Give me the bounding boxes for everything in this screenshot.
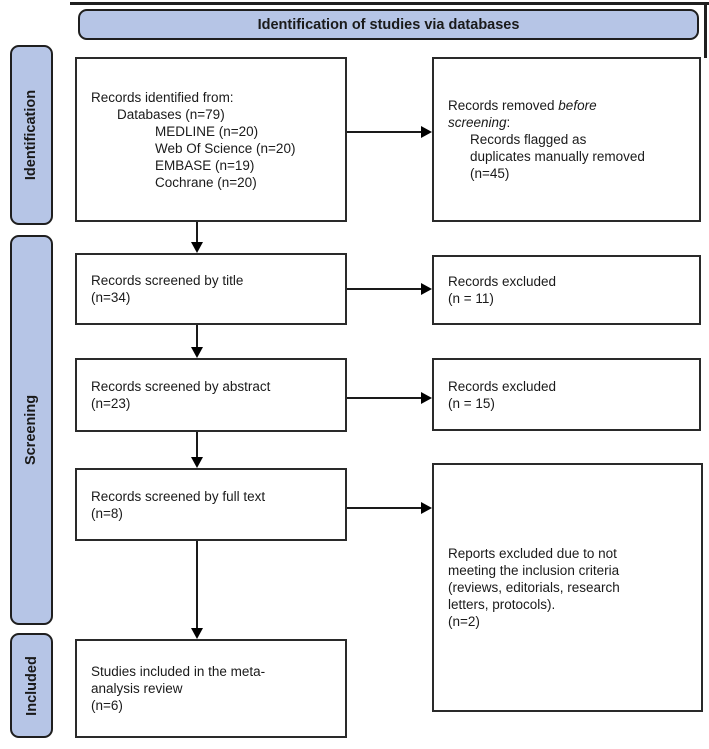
text-line: Records excluded (448, 378, 557, 394)
box-excluded-after-abstract: Records excluded (n = 15) (432, 358, 701, 431)
text-line: (n=8) (91, 505, 123, 521)
box-records-removed: Records removed before screening: Record… (432, 57, 701, 222)
arrow-title-to-abstract-line (196, 325, 198, 348)
diagram-header-title: Identification of studies via databases (257, 16, 520, 33)
frame-line-right (704, 2, 707, 58)
stage-label-text: Screening (23, 394, 40, 466)
text-span: : (506, 115, 511, 130)
text-line: analysis review (91, 681, 183, 696)
stage-label-included: Included (10, 633, 53, 738)
text-line: Reports excluded due to not (448, 546, 617, 561)
box-screened-by-abstract: Records screened by abstract (n=23) (75, 358, 347, 432)
text-line: (n=34) (91, 290, 131, 305)
text-line: duplicates manually removed (470, 149, 645, 164)
text-line: MEDLINE (n=20) (155, 123, 259, 139)
arrow-identified-to-removed-line (347, 131, 421, 133)
text-line: meeting the inclusion criteria (448, 563, 620, 578)
arrow-abstract-to-excluded-line (347, 397, 421, 399)
text-line: Records screened by title (91, 273, 244, 288)
text-line: Databases (n=79) (117, 106, 225, 122)
text-line: Records screened by full text (91, 488, 266, 504)
stage-label-identification: Identification (10, 45, 53, 225)
text-span-italic: before (558, 98, 597, 113)
text-line: Records flagged as (470, 132, 587, 147)
stage-label-text: Included (23, 655, 40, 716)
arrow-identified-to-removed-head (421, 126, 432, 138)
text-line: Studies included in the meta- (91, 664, 266, 679)
text-line: Cochrane (n=20) (155, 174, 257, 190)
box-screened-by-title: Records screened by title (n=34) (75, 253, 347, 325)
stage-label-text: Identification (23, 89, 40, 181)
text-line: EMBASE (n=19) (155, 157, 255, 173)
arrow-abstract-to-fulltext-head (191, 457, 203, 468)
arrow-abstract-to-fulltext-line (196, 432, 198, 458)
text-line: (reviews, editorials, research (448, 580, 620, 595)
frame-line-top (70, 2, 709, 5)
text-line: (n=23) (91, 396, 131, 411)
text-span: Records removed (448, 98, 559, 113)
text-line: Records removed before (434, 97, 699, 114)
arrow-fulltext-to-included-line (196, 541, 198, 629)
arrow-fulltext-to-excluded-line (347, 507, 421, 509)
arrow-identified-to-title-line (196, 222, 198, 243)
arrow-identified-to-title-head (191, 242, 203, 253)
text-line: Web Of Science (n=20) (155, 140, 296, 156)
stage-label-screening: Screening (10, 235, 53, 625)
text-line: Records identified from: (91, 89, 234, 105)
arrow-fulltext-to-excluded-head (421, 502, 432, 514)
text-line: Records screened by abstract (91, 379, 271, 394)
text-line: letters, protocols). (448, 597, 556, 612)
box-excluded-after-title: Records excluded (n = 11) (432, 255, 701, 325)
box-reports-excluded: Reports excluded due to not meeting the … (432, 463, 703, 712)
box-studies-included: Studies included in the meta- analysis r… (75, 639, 347, 738)
box-screened-by-fulltext: Records screened by full text (n=8) (75, 468, 347, 541)
text-line: (n=45) (470, 166, 510, 181)
arrow-abstract-to-excluded-head (421, 392, 432, 404)
arrow-title-to-excluded-head (421, 283, 432, 295)
arrow-title-to-excluded-line (347, 288, 421, 290)
text-line: screening: (434, 114, 699, 131)
text-line: (n=6) (91, 698, 123, 713)
text-line: Records excluded (448, 274, 557, 289)
text-span-italic: screening (448, 115, 507, 130)
box-records-identified: Records identified from: Databases (n=79… (75, 57, 347, 222)
text-line: (n=2) (448, 614, 480, 629)
text-line: (n = 11) (448, 291, 494, 306)
arrow-fulltext-to-included-head (191, 628, 203, 639)
arrow-title-to-abstract-head (191, 347, 203, 358)
text-line: (n = 15) (448, 395, 495, 411)
diagram-header: Identification of studies via databases (78, 9, 699, 40)
